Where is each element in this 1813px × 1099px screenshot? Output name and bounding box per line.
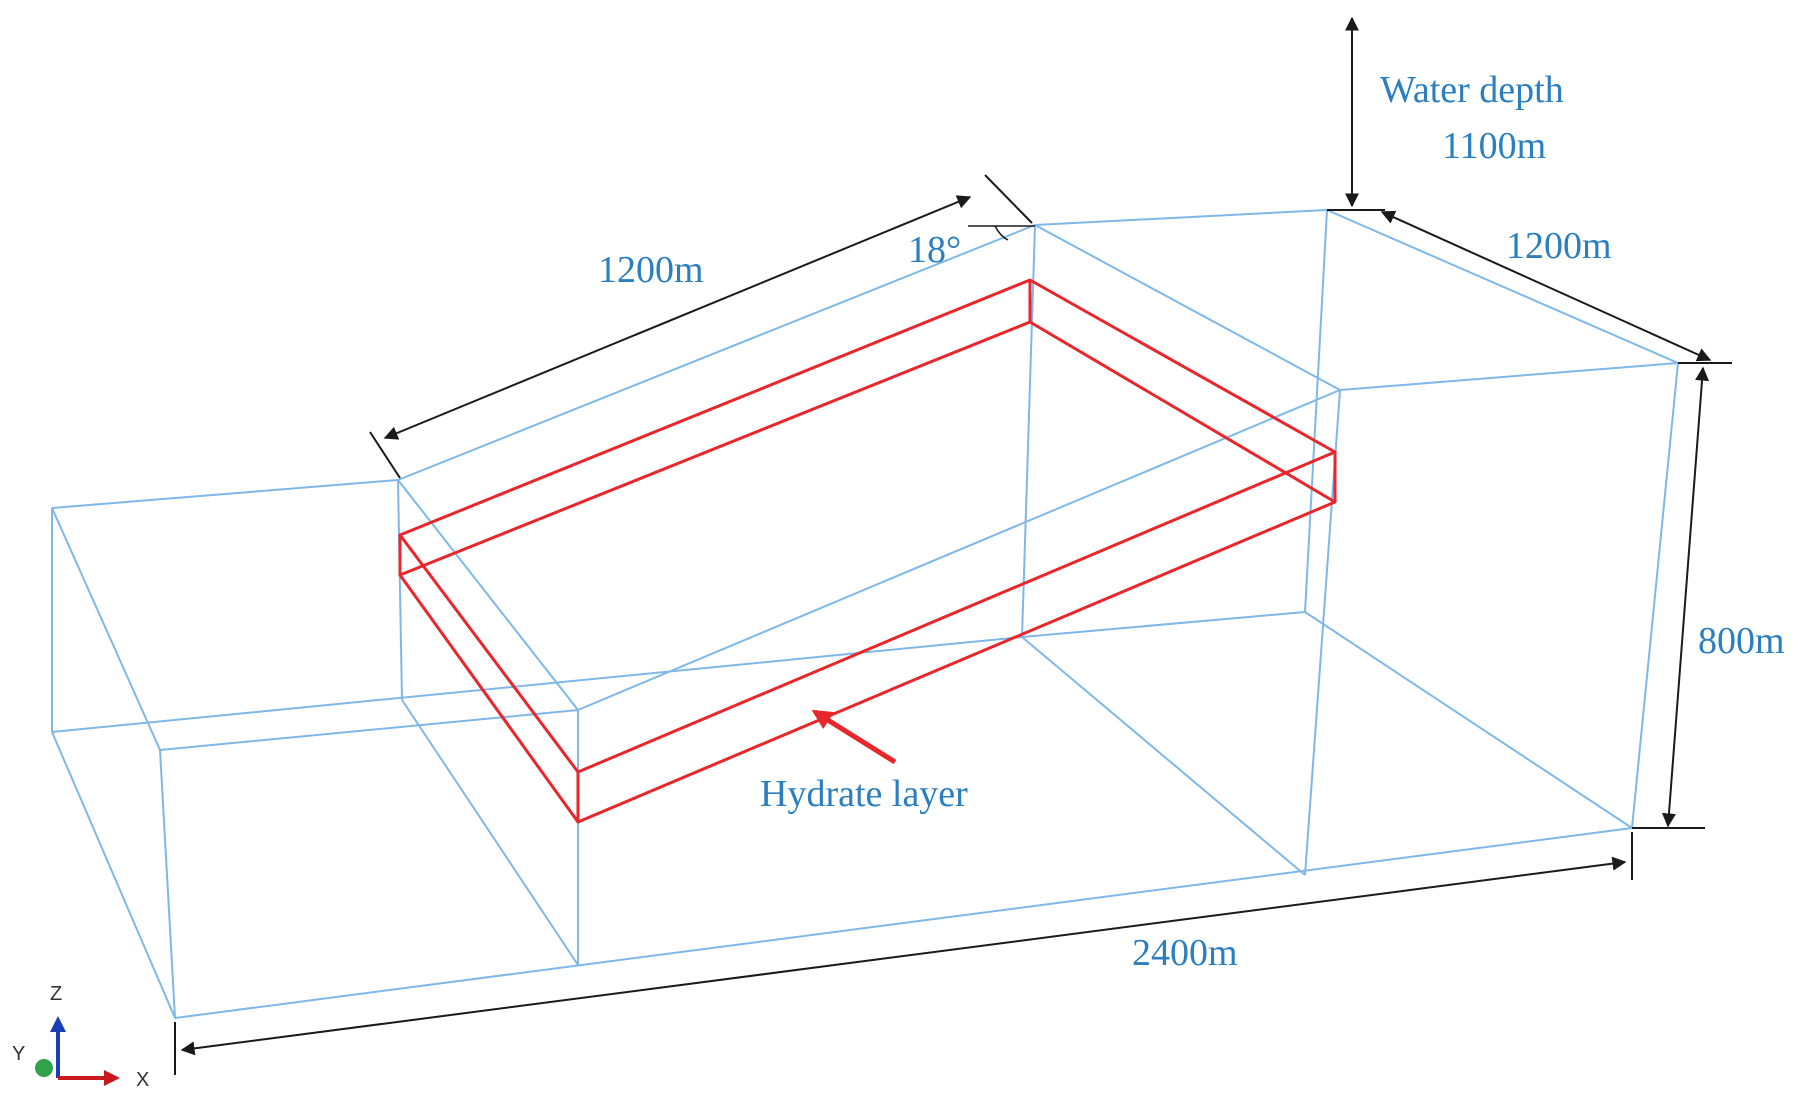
- dimension-arrow-top-length: [383, 195, 972, 440]
- model-wireframe: [51, 209, 1679, 1019]
- bottom-surface-edge: [401, 699, 579, 966]
- top-surface-edge: [51, 507, 161, 751]
- hydrate-layer-box: [398, 278, 1337, 824]
- vertical-edge: [159, 749, 176, 1019]
- hydrate-layer-label: Hydrate layer: [760, 773, 968, 815]
- bottom-length-label: 2400m: [1132, 932, 1238, 974]
- right-length-label: 1200m: [1506, 225, 1612, 267]
- top-surface-edge: [397, 479, 579, 711]
- extension-line: [984, 174, 1033, 224]
- vertical-edge: [1021, 224, 1036, 638]
- top-length-label: 1200m: [598, 249, 704, 291]
- bottom-surface-edge: [1021, 636, 1306, 876]
- x-axis-label: X: [136, 1069, 149, 1091]
- vertical-edge: [397, 479, 403, 701]
- water-depth-label-line2: 1100m: [1442, 125, 1546, 167]
- y-axis-label: Y: [12, 1043, 25, 1065]
- water-depth-label-line1: Water depth: [1380, 69, 1564, 111]
- top-surface-edge: [577, 389, 1341, 711]
- z-axis-arrowhead: [50, 1016, 66, 1032]
- top-surface-edge: [1034, 224, 1341, 391]
- vertical-edge: [1304, 209, 1328, 613]
- coordinate-triad: Z Y X: [12, 983, 149, 1091]
- top-surface-edge: [159, 709, 579, 751]
- bottom-surface-edge: [51, 611, 1633, 1019]
- labels: 1200m 18° Water depth 1100m 1200m 800m 2…: [598, 69, 1785, 974]
- z-axis-label: Z: [50, 983, 62, 1005]
- vertical-edge: [1631, 362, 1679, 829]
- height-label: 800m: [1698, 620, 1785, 662]
- extension-line: [369, 431, 401, 479]
- y-axis-marker: [35, 1059, 53, 1077]
- angle-arc: [994, 225, 1009, 241]
- dimension-lines: [174, 16, 1732, 1075]
- hydrate-pointer-arrow: [811, 709, 897, 765]
- angle-label: 18°: [908, 229, 961, 271]
- top-surface-edge: [51, 209, 1679, 509]
- dimension-arrow-right-length: [1380, 210, 1712, 362]
- dimension-arrow-height: [1661, 366, 1710, 828]
- x-axis-arrowhead: [104, 1070, 120, 1086]
- dimension-arrow-bottom-length: [180, 856, 1627, 1056]
